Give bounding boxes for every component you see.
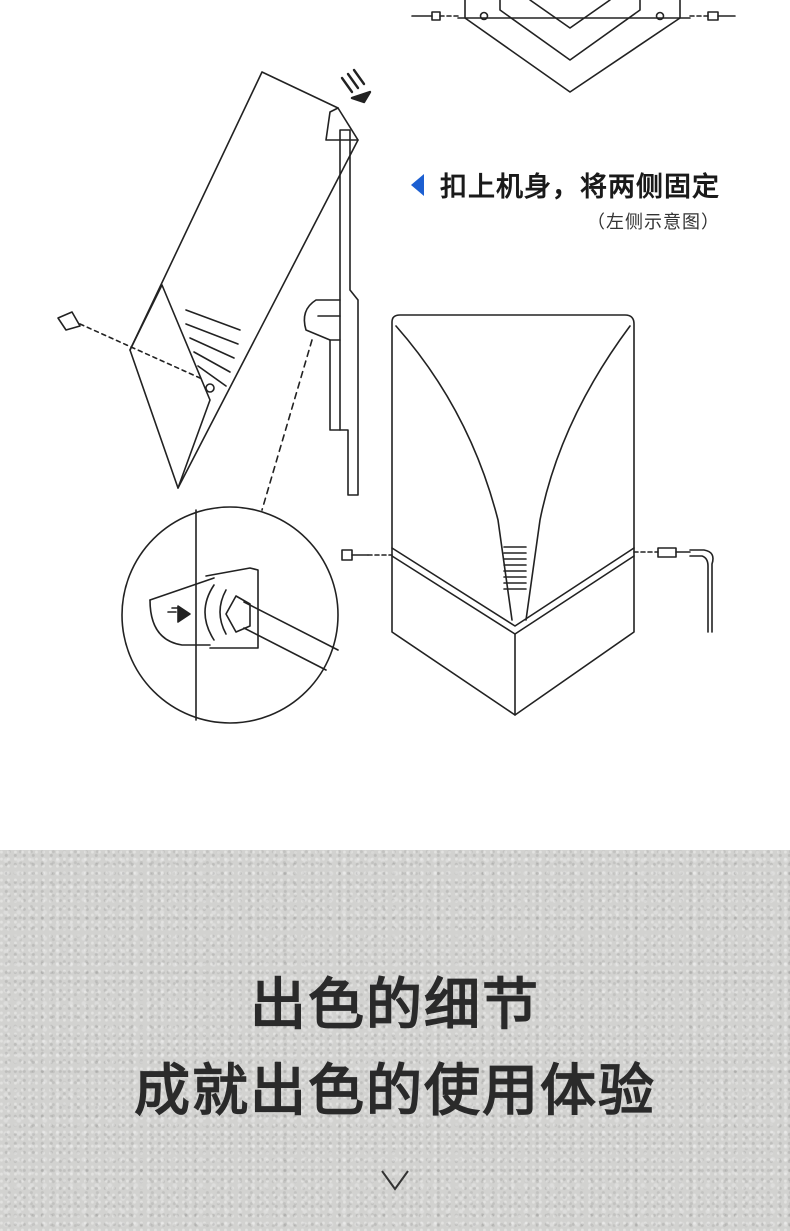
dryer-body-side-view [129,71,359,489]
screw-icon [689,11,736,21]
headline-line2: 成就出色的使用体验 [134,1059,656,1124]
dryer-front-view [391,314,635,716]
arrow-icon [340,68,372,104]
installation-illustration [57,0,736,724]
step-title-text: 扣上机身，将两侧固定 [440,172,720,203]
chevron-down-icon[interactable] [380,1168,410,1192]
step-note: （左侧示意图） [587,212,720,233]
screw-icon [57,311,201,379]
zoom-detail-circle [121,506,339,724]
install-step-caption: 扣上机身，将两侧固定 （左侧示意图） [390,165,720,234]
mounting-plate [457,0,691,93]
arrow-left-icon [411,173,424,196]
screw-icon [341,549,393,561]
detail-banner [0,850,790,1231]
screw-icon [633,547,691,558]
hex-key-icon [689,549,714,633]
wall-bracket [303,129,359,496]
screw-icon [411,11,459,21]
headline-line1: 出色的细节 [250,973,540,1038]
step-title: 扣上机身，将两侧固定 [390,165,720,204]
